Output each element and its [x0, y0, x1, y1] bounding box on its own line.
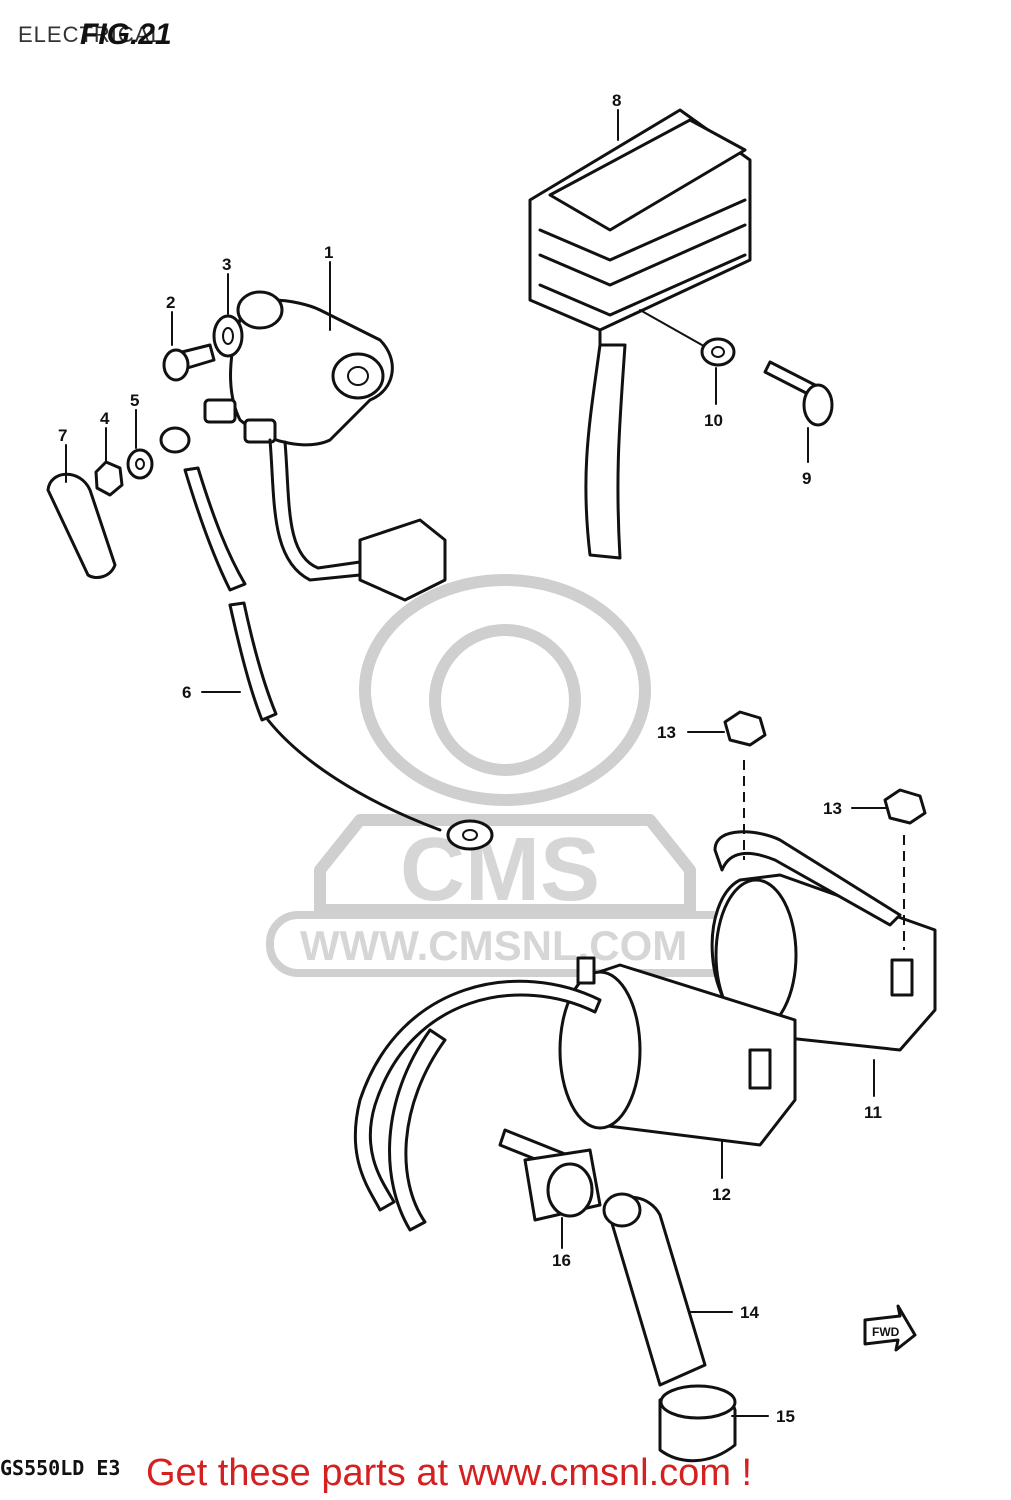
watermark-brand: CMS: [400, 820, 600, 920]
part-4-nut: [94, 460, 124, 497]
callout-7: 7: [58, 426, 67, 445]
callout-13-a: 13: [657, 723, 676, 742]
callout-14: 14: [740, 1303, 759, 1322]
part-15-cover: [658, 1384, 737, 1463]
part-11-ignition-coil: [710, 830, 937, 1052]
section-title: ELECTRICAL: [18, 22, 164, 47]
relay-connector: [358, 518, 447, 602]
part-13-nut-a: [723, 710, 767, 747]
part-6-lead-wire: [159, 426, 494, 851]
callouts: 1 2 3 4 5 6 7 8 9 10 11 12 13 13 14 15 1…: [58, 91, 887, 1426]
callout-5: 5: [130, 391, 139, 410]
callout-3: 3: [222, 255, 231, 274]
callout-13-b: 13: [823, 799, 842, 818]
callout-10: 10: [704, 411, 723, 430]
callout-2: 2: [166, 293, 175, 312]
part-12-ignition-coil: [558, 956, 797, 1147]
callout-12: 12: [712, 1185, 731, 1204]
watermark-url: WWW.CMSNL.COM: [300, 922, 687, 969]
fwd-label: FWD: [872, 1325, 900, 1339]
part-14-plug-cap: [602, 1192, 707, 1387]
watermark: CMS WWW.CMSNL.COM: [266, 574, 744, 977]
part-1-starter-relay: [203, 290, 394, 447]
part-5-washer: [126, 448, 154, 480]
figure-label: FIG.21: [80, 18, 172, 51]
callout-15: 15: [776, 1407, 795, 1426]
fwd-marker: FWD: [863, 1304, 917, 1352]
callout-4: 4: [100, 409, 110, 428]
part-8-regulator: [528, 108, 752, 560]
callout-1: 1: [324, 243, 333, 262]
part-2-screw: [162, 343, 216, 382]
callout-11: 11: [864, 1103, 882, 1122]
part-10-washer: [700, 337, 736, 367]
model-code: GS550LD E3: [0, 1456, 121, 1480]
callout-6: 6: [182, 683, 191, 702]
part-9-bolt: [763, 360, 834, 427]
part-13-nut-b: [883, 788, 927, 825]
part-7-terminal-cap: [46, 472, 117, 579]
callout-16: 16: [552, 1251, 571, 1270]
callout-9: 9: [802, 469, 811, 488]
part-3-washer: [212, 314, 244, 358]
footer-promo-link[interactable]: Get these parts at www.cmsnl.com !: [146, 1452, 753, 1494]
part-16-cap: [523, 1148, 602, 1222]
callout-8: 8: [612, 91, 621, 110]
